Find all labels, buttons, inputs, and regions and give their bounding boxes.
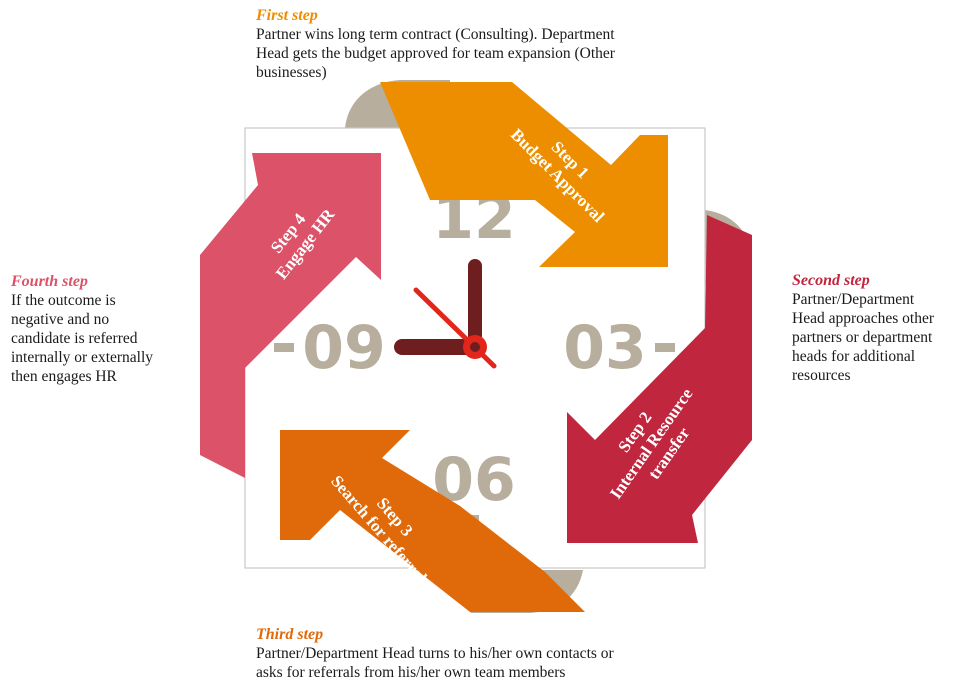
third-step-line-2: asks for referrals from his/her own team… <box>256 664 566 681</box>
step4-arrow: Step 4 Engage HR <box>200 153 381 478</box>
third-step-title: Third step <box>256 626 324 643</box>
second-step-line-2: Head approaches other <box>792 310 935 327</box>
fourth-step-line-3: candidate is referred <box>11 330 138 347</box>
clock-center-inner <box>470 342 480 352</box>
first-step-title: First step <box>256 7 318 24</box>
tick-9 <box>274 343 294 352</box>
fourth-step-title: Fourth step <box>11 273 88 290</box>
second-step-line-1: Partner/Department <box>792 291 915 308</box>
first-step-description: First step Partner wins long term contra… <box>256 6 696 82</box>
fourth-step-line-5: then engages HR <box>11 368 117 385</box>
second-step-line-4: heads for additional <box>792 348 916 365</box>
arrow-up-right-icon <box>200 153 381 478</box>
third-step-line-1: Partner/Department Head turns to his/her… <box>256 645 614 662</box>
arrow-down-left-icon <box>567 215 752 543</box>
fourth-step-line-4: internally or externally <box>11 349 154 366</box>
first-step-line-2: Head gets the budget approved for team e… <box>256 45 615 62</box>
second-step-line-5: resources <box>792 367 851 384</box>
arrow-up-left-icon <box>280 430 585 612</box>
step2-arrow: Step 2 Internal Resource transfer <box>567 215 752 543</box>
second-step-line-3: partners or department <box>792 329 933 346</box>
first-step-line-1: Partner wins long term contract (Consult… <box>256 26 615 43</box>
clock-number-03: 03 <box>563 313 647 383</box>
third-step-description: Third step Partner/Department Head turns… <box>256 625 696 682</box>
tick-3 <box>655 343 675 352</box>
second-step-description: Second step Partner/Department Head appr… <box>792 271 977 385</box>
arrow-down-right-icon <box>380 82 668 267</box>
fourth-step-line-1: If the outcome is <box>11 292 116 309</box>
first-step-line-3: businesses) <box>256 64 327 81</box>
fourth-step-line-2: negative and no <box>11 311 110 328</box>
second-step-title: Second step <box>792 272 870 289</box>
fourth-step-description: Fourth step If the outcome is negative a… <box>11 272 191 386</box>
clock-hands <box>394 259 497 369</box>
clock-number-09: 09 <box>302 313 386 383</box>
